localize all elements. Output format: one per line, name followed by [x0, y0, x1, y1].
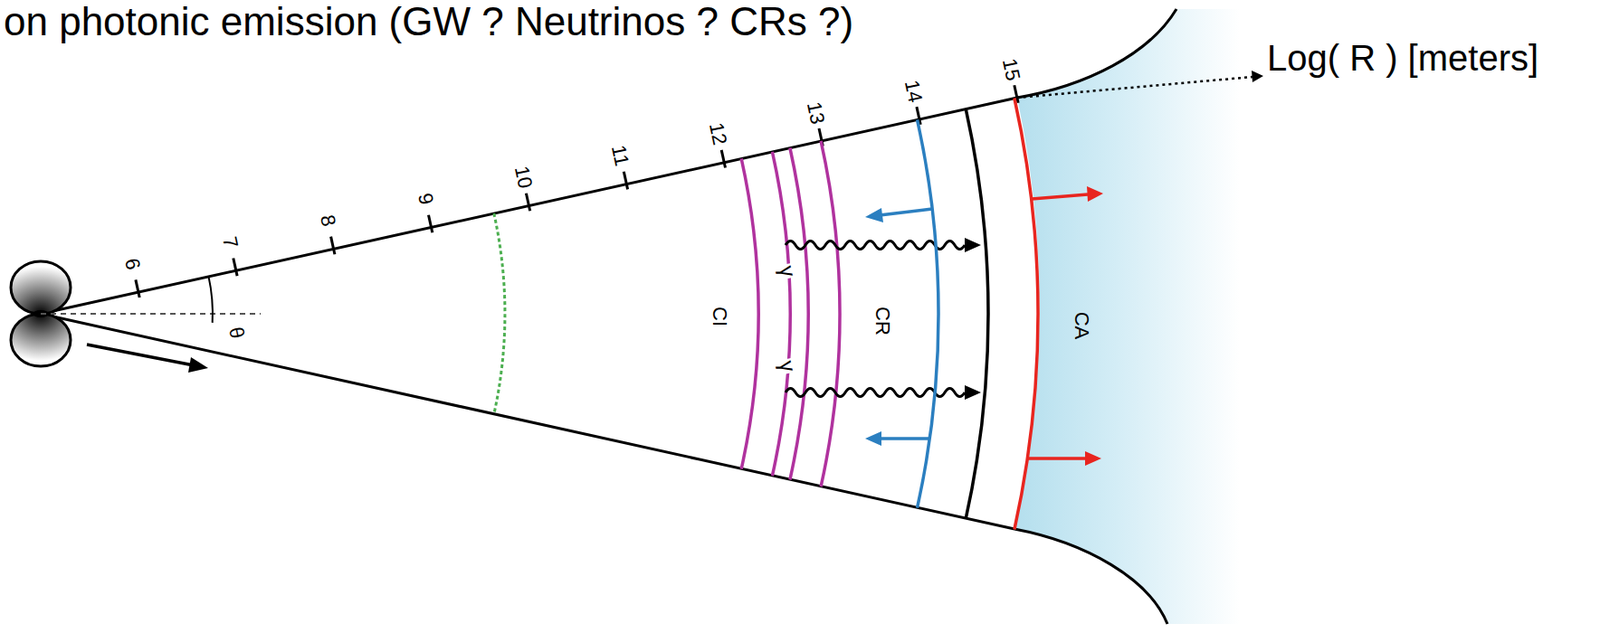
- reverse-shock: [917, 119, 940, 508]
- axis-ticks: [135, 85, 1019, 298]
- cone-edge: [40, 314, 1015, 530]
- jet-axis: [40, 313, 261, 315]
- tick-label: 6: [120, 256, 144, 272]
- region-label: CA: [1070, 312, 1093, 341]
- region-label: CR: [871, 306, 894, 336]
- outflow-arrowhead: [188, 357, 209, 373]
- tick-label: 7: [218, 234, 242, 250]
- forward-shock: [1014, 98, 1039, 531]
- tick-label: 12: [704, 121, 732, 148]
- photon-arrowhead: [964, 238, 981, 253]
- photon-wave: [785, 389, 965, 398]
- tick-label: 8: [315, 213, 340, 229]
- engine-lobe: [10, 314, 71, 367]
- reverse-arrowhead: [865, 431, 882, 447]
- axis-title: Log( R ) [meters]: [1266, 38, 1539, 78]
- reverse-arrow: [879, 437, 930, 441]
- forward-arrowhead: [1085, 451, 1102, 467]
- contact-surface: [965, 108, 989, 519]
- axis-arrowhead: [1251, 70, 1264, 83]
- angle-arc: [209, 276, 213, 324]
- internal-shocks: [741, 141, 840, 487]
- green-shell: [494, 213, 505, 415]
- tick-label: 13: [802, 99, 829, 126]
- photon-label: γ: [773, 356, 800, 376]
- header-note: on photonic emission (GW ? Neutrinos ? C…: [3, 0, 854, 44]
- tick-label: 10: [509, 164, 536, 191]
- jet-flare: [1017, 9, 1177, 98]
- forward-arrow: [1031, 194, 1088, 200]
- tick-label: 14: [900, 77, 927, 105]
- photon-arrowhead: [964, 385, 981, 400]
- angle-label: θ: [224, 324, 248, 341]
- tick-label: 11: [607, 143, 633, 169]
- tick-label: 15: [998, 56, 1025, 83]
- ambient-medium: [1014, 9, 1267, 625]
- photon-wave: [785, 241, 965, 250]
- engine-lobe: [10, 261, 71, 315]
- region-label: CI: [708, 306, 731, 327]
- cone-edge: [40, 97, 1018, 315]
- reverse-arrow: [879, 209, 933, 216]
- tick-label: 9: [412, 191, 437, 208]
- photon-label: γ: [773, 261, 800, 281]
- forward-arrow: [1027, 457, 1086, 461]
- jet-flare: [1014, 529, 1168, 625]
- axis-extension: [1017, 76, 1253, 98]
- outflow-arrow: [86, 344, 194, 366]
- forward-arrowhead: [1086, 186, 1104, 202]
- reverse-arrowhead: [865, 208, 884, 223]
